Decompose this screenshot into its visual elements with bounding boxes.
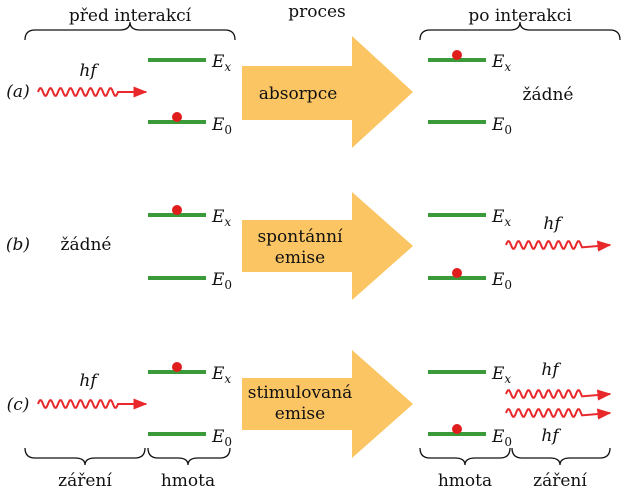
footer-radiation-right: záření bbox=[533, 471, 587, 491]
header-before: před interakcí bbox=[69, 6, 192, 26]
footer-matter-right: hmota bbox=[438, 471, 492, 491]
row-c-process-label-2: emise bbox=[275, 404, 325, 424]
row-c-photon-label: hf bbox=[79, 371, 99, 391]
footer-radiation-left: záření bbox=[58, 471, 112, 491]
row-b-before-e0: E0 bbox=[211, 270, 232, 292]
row-c-before-e0: E0 bbox=[211, 427, 232, 449]
row-c-after-e0: E0 bbox=[491, 427, 512, 449]
row-a-incoming-photon bbox=[37, 86, 148, 98]
row-c-emitted-photon-1 bbox=[505, 389, 612, 401]
row-b-before-electron bbox=[172, 205, 182, 215]
row-a-after-electron bbox=[452, 50, 462, 60]
brace-after bbox=[419, 21, 621, 41]
row-a-before-ex: Ex bbox=[211, 52, 231, 74]
row-b-after-ex: Ex bbox=[491, 207, 511, 229]
row-b-label: (b) bbox=[6, 235, 30, 255]
row-a-after-e0: E0 bbox=[491, 115, 512, 137]
header-process: proces bbox=[288, 2, 346, 22]
row-c-after-ex: Ex bbox=[491, 364, 511, 386]
row-a-process-label: absorpce bbox=[259, 84, 338, 104]
header-after: po interakci bbox=[468, 6, 572, 26]
row-c-label: (c) bbox=[7, 395, 30, 415]
row-c: (c) hf Ex E0 stimulovaná emise Ex E0 hf … bbox=[7, 350, 612, 458]
row-a-after-ex: Ex bbox=[491, 52, 511, 74]
footer-matter-left: hmota bbox=[161, 471, 215, 491]
row-c-process-arrow bbox=[242, 350, 413, 458]
row-b-before-radiation-none: žádné bbox=[61, 235, 112, 255]
row-b-emitted-photon bbox=[505, 240, 612, 252]
row-b-process-arrow bbox=[242, 192, 413, 300]
row-b-after-e0: E0 bbox=[491, 270, 512, 292]
row-a-process-arrow bbox=[242, 36, 413, 148]
brace-matter-left bbox=[147, 447, 231, 466]
row-c-emitted-photon-2 bbox=[505, 408, 612, 420]
row-b-after-electron bbox=[452, 268, 462, 278]
brace-radiation-left bbox=[24, 447, 146, 466]
row-a-before-e0: E0 bbox=[211, 115, 232, 137]
row-b-before-ex: Ex bbox=[211, 207, 231, 229]
row-a-label: (a) bbox=[6, 82, 29, 102]
row-b-photon-label: hf bbox=[543, 214, 563, 234]
row-b: (b) žádné Ex E0 spontánní emise Ex E0 hf bbox=[6, 192, 612, 300]
row-b-process-label-2: emise bbox=[275, 248, 325, 268]
row-c-photon-label-top: hf bbox=[541, 360, 561, 380]
row-a-before-electron bbox=[172, 112, 182, 122]
row-a-after-radiation-none: žádné bbox=[523, 85, 574, 105]
brace-radiation-right bbox=[511, 447, 611, 466]
row-a: (a) hf Ex E0 absorpce Ex E0 žádné bbox=[6, 36, 573, 148]
row-c-after-electron bbox=[452, 424, 462, 434]
row-a-photon-label: hf bbox=[79, 61, 99, 81]
row-c-before-electron bbox=[172, 362, 182, 372]
brace-matter-right bbox=[419, 447, 511, 466]
row-b-process-label-1: spontánní bbox=[257, 227, 343, 247]
row-c-before-ex: Ex bbox=[211, 364, 231, 386]
row-c-process-label-1: stimulovaná bbox=[248, 383, 353, 403]
row-c-photon-label-bottom: hf bbox=[541, 426, 561, 446]
brace-before bbox=[24, 21, 236, 41]
row-c-incoming-photon bbox=[37, 398, 148, 410]
